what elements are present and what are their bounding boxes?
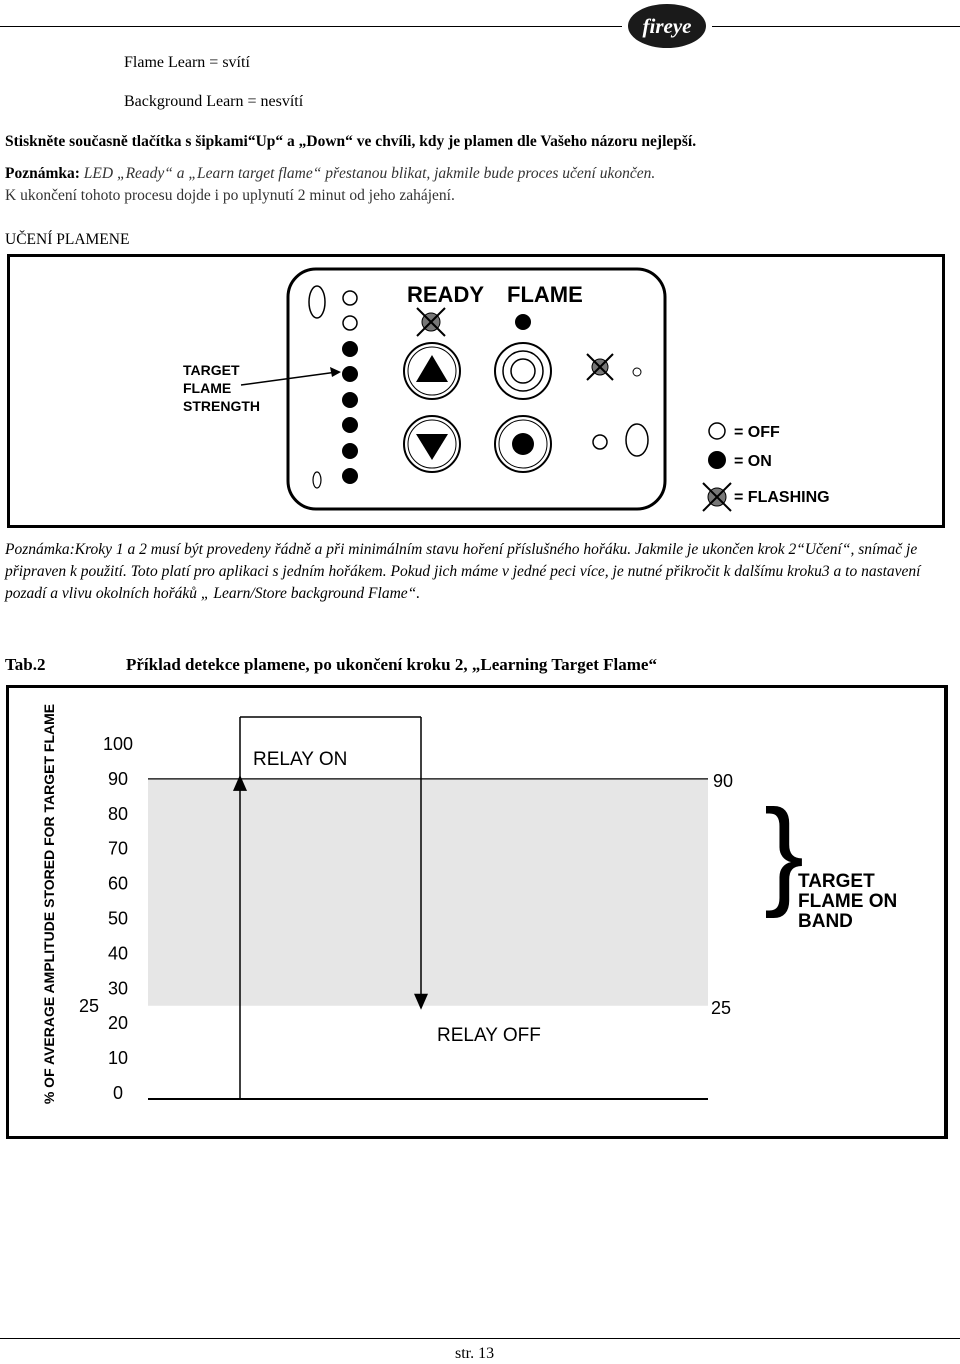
header-rule	[0, 26, 622, 27]
flame-shape-icon	[312, 471, 322, 489]
y-tick-label: 20	[108, 1013, 128, 1033]
panel-outline	[286, 267, 667, 511]
flame-shape-icon	[308, 285, 326, 319]
footer-rule	[0, 1338, 960, 1339]
relay-on-arrow	[233, 774, 247, 791]
flame-led-on	[515, 314, 531, 330]
legend-flashing-label: = FLASHING	[734, 489, 830, 506]
band-label-3: BAND	[798, 911, 853, 932]
curly-brace-icon: }	[764, 785, 804, 919]
table-label: Tab.2	[5, 655, 46, 674]
note-line-2: K ukončení tohoto procesu dojde i po upl…	[5, 187, 455, 204]
target-band-area	[148, 778, 708, 1006]
y-tick-label: 90	[108, 769, 128, 789]
ready-led-flashing	[416, 307, 446, 337]
target-arrow	[240, 371, 338, 386]
legend-off-icon	[708, 422, 726, 440]
y-tick-label: 10	[108, 1048, 128, 1068]
led-flashing-right	[586, 353, 614, 381]
down-arrow-icon	[416, 434, 448, 460]
led-on	[342, 443, 358, 459]
target-label-3: STRENGTH	[183, 398, 260, 414]
led-off	[342, 290, 358, 306]
y-tick-label: 70	[108, 839, 128, 859]
y-axis-label: % OF AVERAGE AMPLITUDE STORED FOR TARGET…	[41, 704, 57, 1104]
note-text: LED „Ready“ a „Learn target flame“ přest…	[79, 165, 656, 182]
y-tick-label: 40	[108, 943, 128, 963]
note2-text: Kroky 1 a 2 musí být provedeny řádně a p…	[5, 541, 921, 602]
instruction-line: Stiskněte současně tlačítka s šipkami“Up…	[5, 133, 697, 150]
y-tick-label: 50	[108, 909, 128, 929]
right-marker-25: 25	[711, 998, 731, 1018]
y-tick-label: 100	[103, 734, 133, 754]
legend-flashing-icon	[702, 482, 732, 512]
led-off	[342, 315, 358, 331]
led-on	[342, 392, 358, 408]
left-marker-25: 25	[79, 996, 99, 1016]
ready-label: READY	[407, 282, 484, 307]
background-learn-line: Background Learn = nesvítí	[124, 93, 304, 110]
section-title: UČENÍ PLAMENE	[5, 231, 130, 248]
note-line: Poznámka: LED „Ready“ a „Learn target fl…	[5, 164, 655, 184]
y-tick-label: 80	[108, 804, 128, 824]
up-arrow-icon	[416, 355, 448, 382]
chart-frame	[6, 685, 948, 1139]
relay-off-arrow	[414, 993, 428, 1010]
relay-off-label: RELAY OFF	[437, 1025, 541, 1046]
fireye-logo: fireye	[628, 4, 706, 48]
legend-off-label: = OFF	[734, 424, 780, 441]
flame-learn-line: Flame Learn = svítí	[124, 54, 250, 71]
legend-on-label: = ON	[734, 453, 772, 470]
flame-shape-icon	[625, 423, 649, 457]
led-on	[342, 417, 358, 433]
note-paragraph: Poznámka:Kroky 1 a 2 musí být provedeny …	[5, 539, 955, 605]
target-label-1: TARGET	[183, 362, 240, 378]
page-number: str. 13	[455, 1345, 495, 1362]
note-label: Poznámka:	[5, 165, 80, 182]
target-label-2: FLAME	[183, 380, 231, 396]
flame-shape-icon	[632, 367, 642, 377]
panel-figure-frame	[7, 254, 945, 528]
table-caption: Příklad detekce plamene, po ukončení kro…	[126, 655, 657, 674]
band-label-1: TARGET	[798, 871, 875, 892]
header-rule	[712, 26, 960, 27]
led-off	[592, 434, 608, 450]
right-marker-90: 90	[713, 771, 733, 791]
led-on	[342, 468, 358, 484]
band-label-2: FLAME ON	[798, 891, 897, 912]
legend-on-icon	[708, 451, 726, 469]
y-tick-label: 30	[108, 978, 128, 998]
y-tick-label: 0	[113, 1083, 123, 1103]
relay-on-label: RELAY ON	[253, 749, 347, 770]
control-panel-figure: READY FLAME TARGET FLAME STRENGTH = OFF …	[183, 267, 830, 512]
y-tick-label: 60	[108, 874, 128, 894]
note2-label: Poznámka:	[5, 541, 75, 558]
flame-label: FLAME	[507, 282, 583, 307]
led-on	[342, 366, 358, 382]
led-on	[342, 341, 358, 357]
